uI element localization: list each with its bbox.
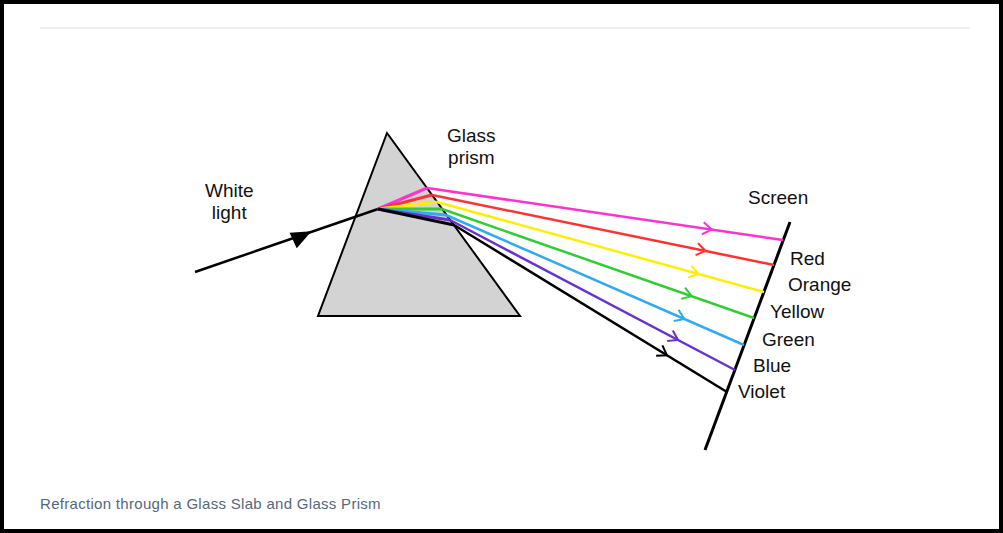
ray-arrowhead: [674, 310, 687, 325]
refracted-ray: [378, 209, 454, 225]
part-label: Glass prism: [447, 125, 496, 169]
dispersed-ray: [442, 209, 754, 318]
ray-arrowhead: [688, 266, 700, 280]
color-label: Orange: [788, 274, 851, 296]
ray-arrowhead: [696, 243, 707, 257]
spectrum-rays: [378, 188, 783, 392]
part-label: Screen: [748, 187, 808, 209]
ray-arrowhead: [290, 231, 313, 248]
color-label: Yellow: [770, 301, 824, 323]
caption: Refraction through a Glass Slab and Glas…: [40, 495, 381, 512]
part-label: White light: [205, 180, 254, 224]
top-rule: [40, 27, 970, 29]
ray-arrowhead: [702, 222, 713, 235]
ray-arrowhead: [656, 345, 670, 360]
dispersed-ray: [454, 225, 727, 392]
color-label: Violet: [738, 381, 785, 403]
dispersed-ray: [437, 202, 764, 292]
color-label: Green: [762, 329, 815, 351]
ray-arrowhead: [667, 330, 681, 345]
color-label: Red: [790, 248, 825, 270]
color-label: Blue: [753, 355, 791, 377]
dispersed-ray: [450, 220, 735, 370]
ray-arrowhead: [681, 288, 693, 302]
dispersed-ray: [446, 215, 744, 345]
